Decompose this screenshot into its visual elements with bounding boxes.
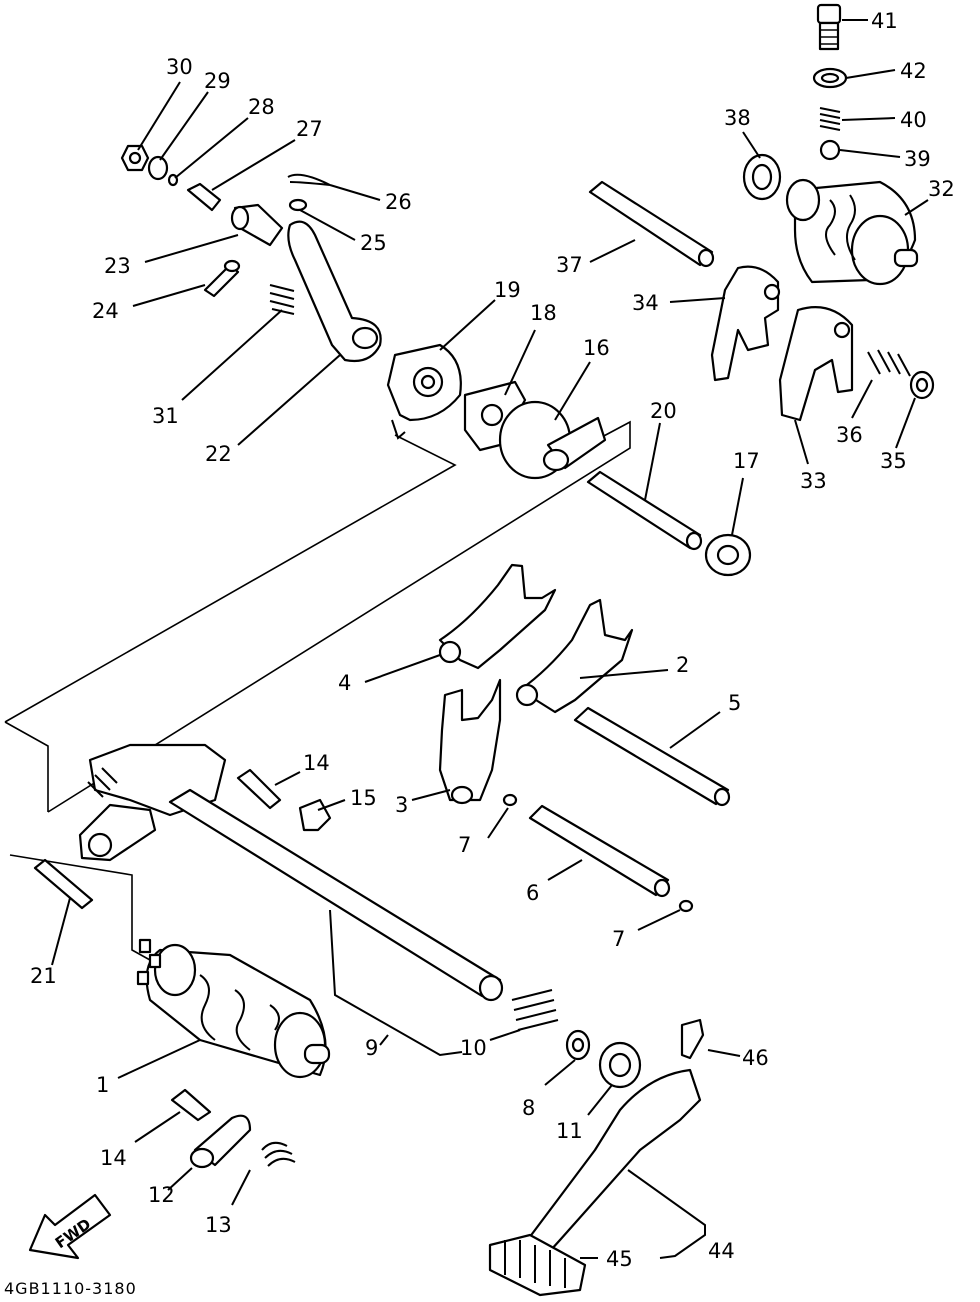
callout-20: 19 [494, 278, 521, 302]
callout-32: 31 [152, 404, 179, 428]
callout-10: 10 [460, 1036, 487, 1060]
callout-21: 20 [650, 399, 677, 423]
callout-labels: 41 42 40 39 32 38 37 34 33 36 35 30 29 2… [30, 9, 955, 1271]
callout-7-lower: 7 [612, 927, 625, 951]
callout-22: 21 [30, 964, 57, 988]
callout-30: 29 [204, 69, 231, 93]
callout-4: 4 [338, 671, 351, 695]
callout-41: 40 [900, 108, 927, 132]
callout-16: 15 [350, 786, 377, 810]
callout-42: 41 [871, 9, 898, 33]
callout-39: 38 [724, 106, 751, 130]
callout-44: 44 [708, 1239, 735, 1263]
callout-15: 14 [303, 751, 330, 775]
callout-9: 9 [365, 1036, 378, 1060]
callout-2: 2 [676, 653, 689, 677]
callout-13: 13 [205, 1213, 232, 1237]
callout-36: 35 [880, 449, 907, 473]
callout-23: 22 [205, 442, 232, 466]
callout-33: 32 [928, 177, 955, 201]
callout-34: 33 [800, 469, 827, 493]
callout-26: 25 [360, 231, 387, 255]
callout-43: 42 [900, 59, 927, 83]
callout-28: 27 [296, 117, 323, 141]
callout-14: 14 [100, 1146, 127, 1170]
callout-31: 30 [166, 55, 193, 79]
assembly-outline [4, 420, 631, 961]
diagram-code: 4GB1110-3180 [4, 1279, 137, 1298]
callout-6: 6 [526, 881, 539, 905]
callout-46: 46 [742, 1046, 769, 1070]
callout-37: 36 [836, 423, 863, 447]
parts-drawing [28, 3, 935, 1297]
callout-5: 5 [728, 691, 741, 715]
callout-7-upper: 7 [458, 833, 471, 857]
callout-11: 11 [556, 1119, 583, 1143]
callout-3: 3 [395, 793, 408, 817]
callout-25: 24 [92, 299, 119, 323]
callout-45: 45 [606, 1247, 633, 1271]
callout-18: 17 [733, 449, 760, 473]
callout-29: 28 [248, 95, 275, 119]
callout-40: 39 [904, 147, 931, 171]
callout-17: 16 [583, 336, 610, 360]
callout-24: 23 [104, 254, 131, 278]
callout-8: 8 [522, 1096, 535, 1120]
callout-1: 1 [96, 1073, 109, 1097]
callout-19: 18 [530, 301, 557, 325]
callout-38: 37 [556, 253, 583, 277]
leader-lines [51, 19, 929, 1259]
callout-35: 34 [632, 291, 659, 315]
callout-12: 12 [148, 1183, 175, 1207]
callout-27: 26 [385, 190, 412, 214]
